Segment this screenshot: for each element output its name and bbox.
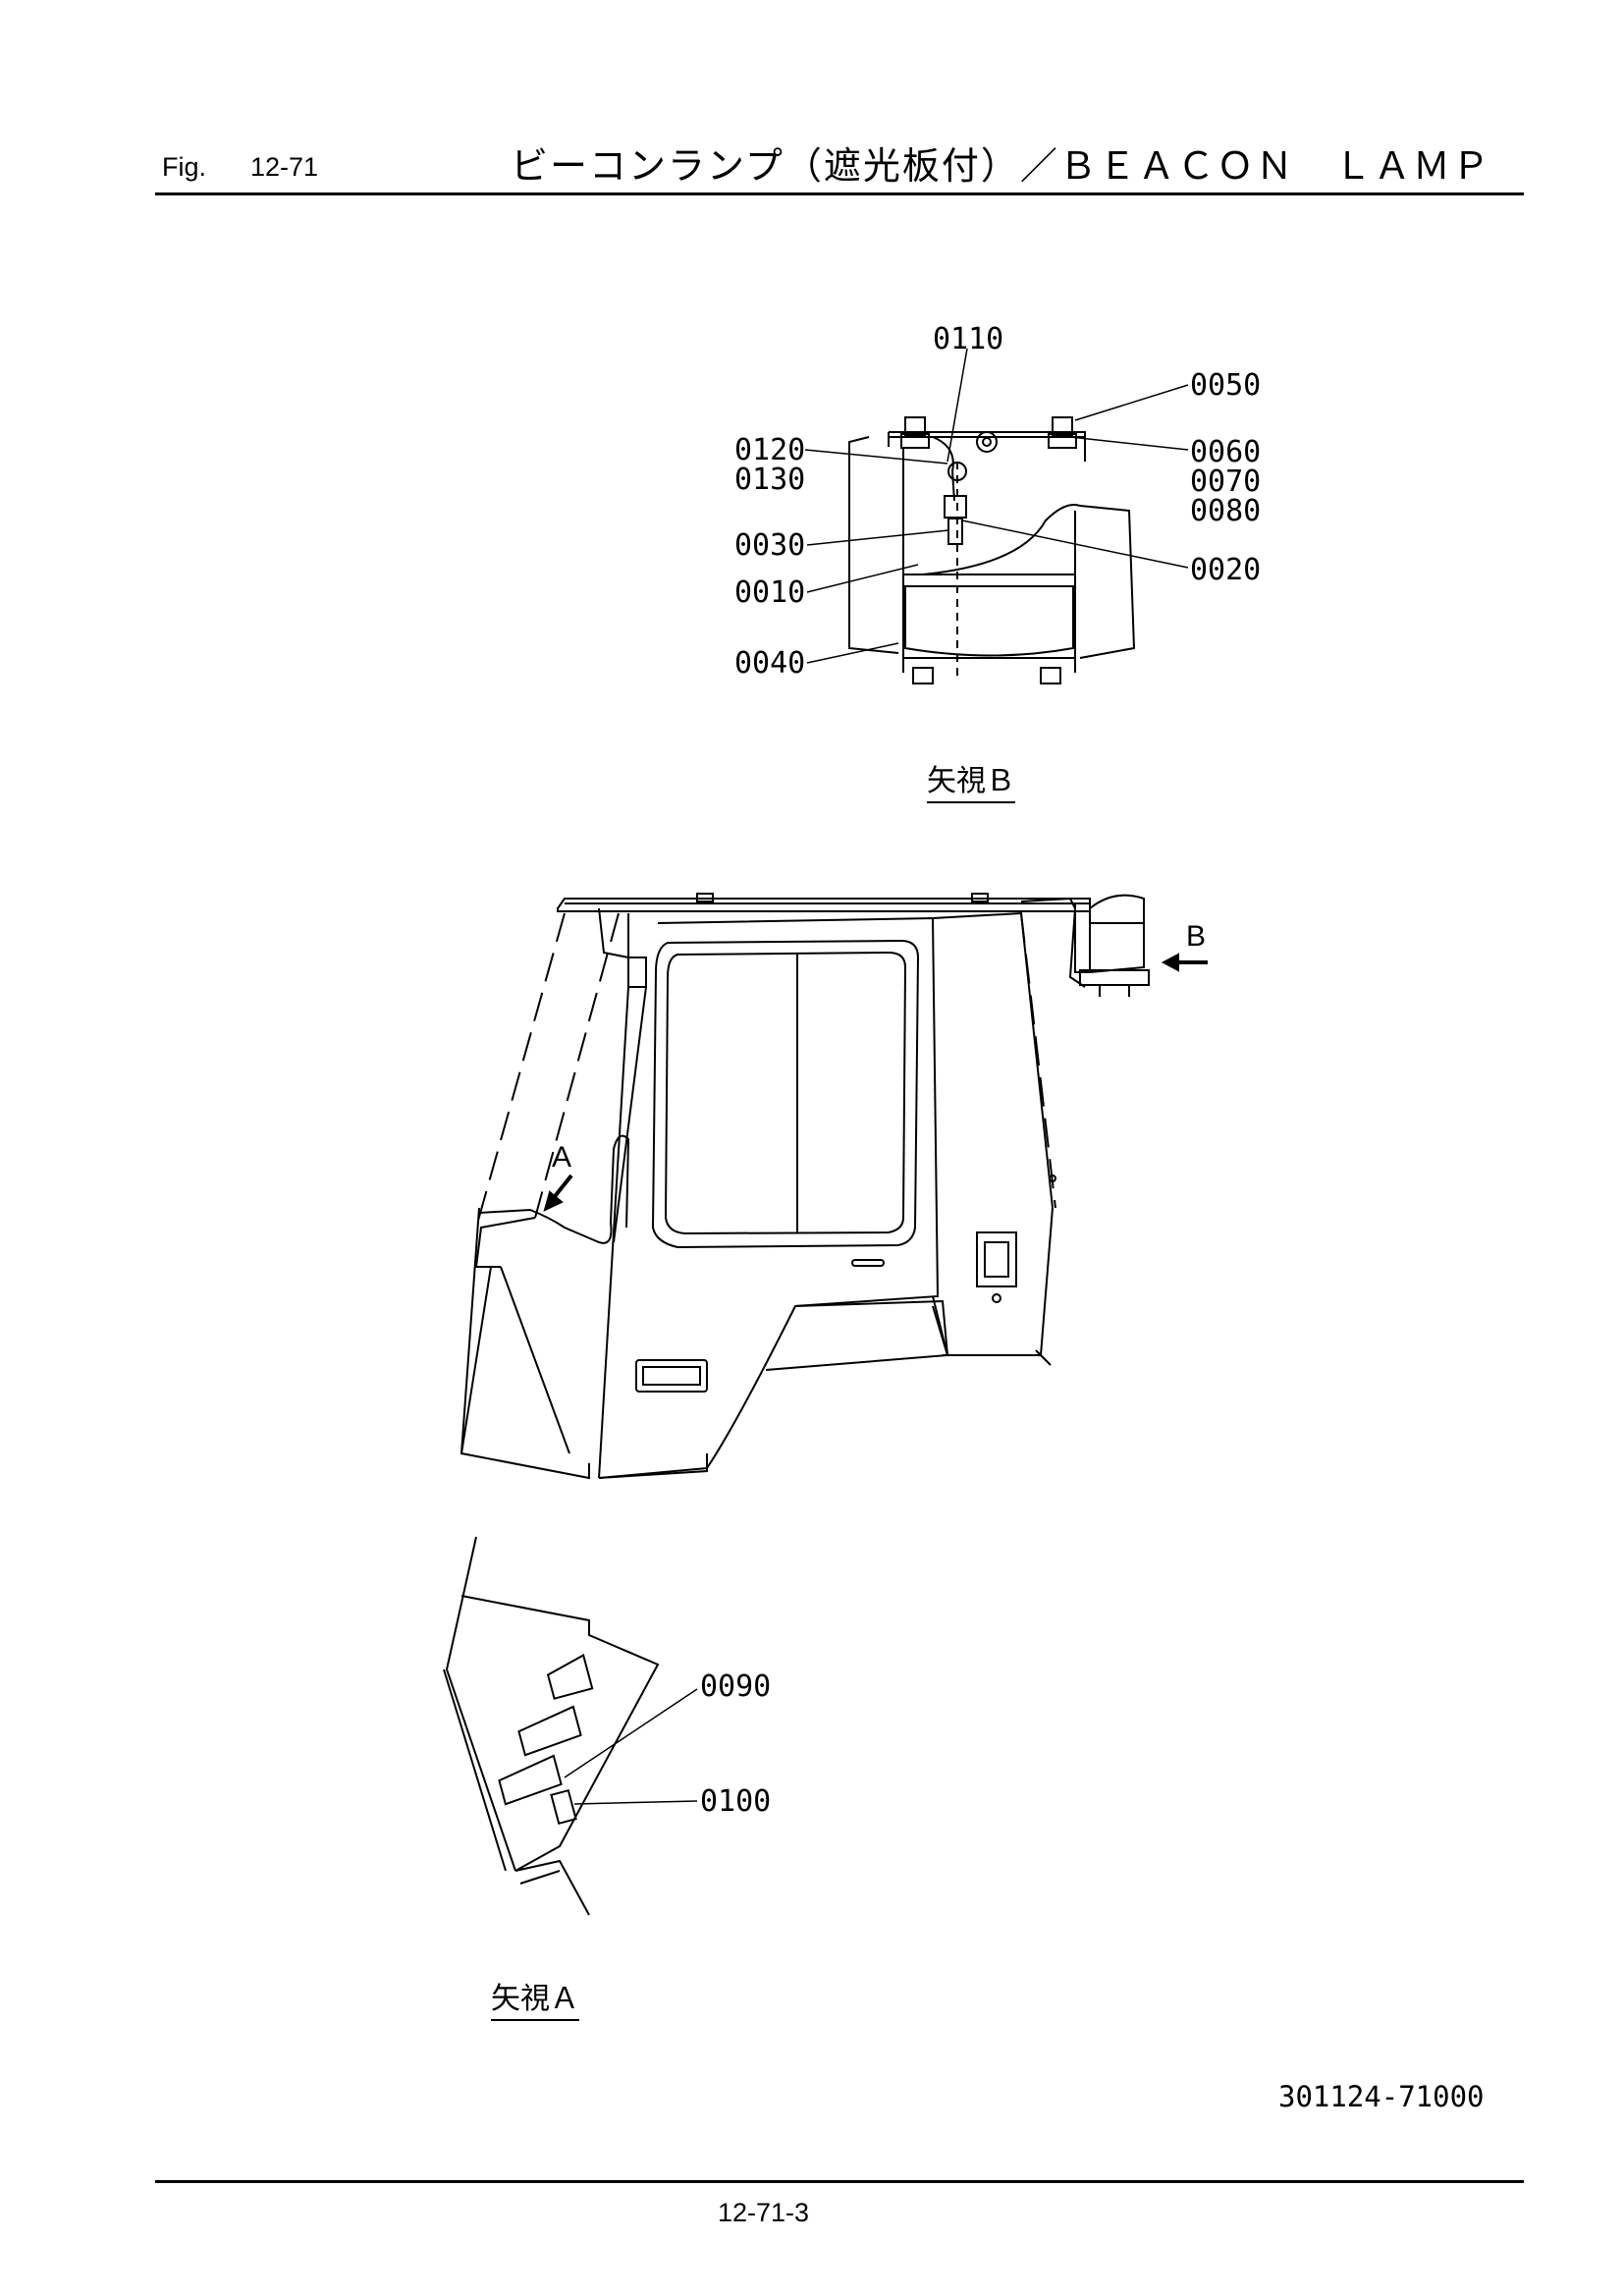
cab-main-view [460, 893, 1150, 1480]
callout-0100: 0100 [700, 1784, 771, 1819]
callout-0030: 0030 [734, 528, 805, 563]
callout-0060: 0060 [1190, 435, 1261, 469]
view-a-detail [443, 1536, 698, 1916]
arrow-b [1161, 953, 1208, 972]
footer-rule [155, 2180, 1524, 2183]
callout-0080: 0080 [1190, 494, 1261, 528]
callout-0130: 0130 [734, 463, 805, 497]
callout-0040: 0040 [734, 646, 805, 681]
arrow-b-label: B [1186, 920, 1206, 953]
callout-0120: 0120 [734, 433, 805, 467]
drawing-number: 301124-71000 [1278, 2080, 1485, 2113]
header-rule [155, 192, 1524, 195]
callout-0010: 0010 [734, 575, 805, 610]
callout-0110: 0110 [933, 322, 1003, 356]
arrow-a-label: A [552, 1141, 571, 1174]
figure-label: Fig. [162, 152, 207, 182]
arrow-a [543, 1174, 573, 1212]
view-a-label: 矢視Ａ [491, 1974, 579, 2021]
figure-number: 12-71 [250, 152, 319, 182]
callout-0050: 0050 [1190, 368, 1261, 403]
callout-0090: 0090 [700, 1669, 771, 1704]
view-b-detail [804, 348, 1189, 684]
page-number: 12-71-3 [718, 2198, 810, 2227]
view-b-label: 矢視Ｂ [927, 756, 1015, 803]
callout-0070: 0070 [1190, 465, 1261, 499]
page-title: ビーコンランプ（遮光板付）／ＢＥＡＣＯＮ ＬＡＭＰ [511, 144, 1491, 188]
callout-0020: 0020 [1190, 553, 1261, 587]
